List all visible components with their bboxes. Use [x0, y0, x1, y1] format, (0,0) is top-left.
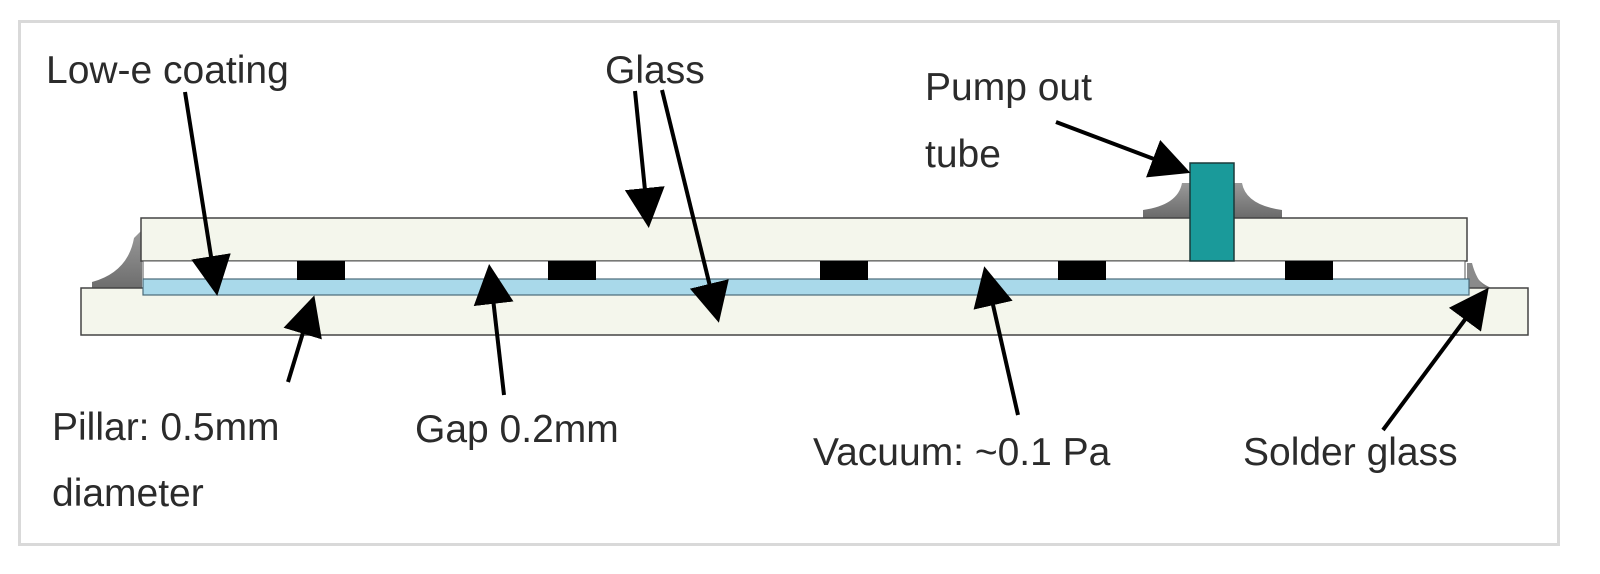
arrow-glass-bottom [660, 89, 729, 323]
arrow-glass-top [624, 90, 665, 228]
label-solder-glass: Solder glass [1243, 431, 1458, 474]
pillar [1058, 261, 1106, 280]
glass-pane-top [140, 217, 1468, 262]
pump-out-tube [1189, 162, 1235, 262]
pillar [548, 261, 596, 280]
label-vacuum: Vacuum: ~0.1 Pa [813, 431, 1111, 474]
low-e-coating-layer [142, 278, 1470, 296]
label-pillar-line1: Pillar: 0.5mm [52, 406, 280, 449]
solder-glass-tube-left [1143, 183, 1190, 218]
solder-glass-tube-right [1234, 183, 1282, 218]
arrow-vacuum [973, 266, 1020, 416]
arrow-low-e [183, 91, 231, 296]
pillar [1285, 261, 1333, 280]
solder-glass-left [92, 230, 142, 292]
pillar [297, 261, 345, 280]
label-low-e-coating: Low-e coating [46, 49, 289, 92]
label-pillar-line2: diameter [52, 472, 204, 515]
label-gap: Gap 0.2mm [415, 408, 619, 451]
arrow-gap [473, 264, 514, 396]
arrow-pillar [283, 295, 322, 383]
arrow-solder-glass [1381, 287, 1489, 432]
label-pump-out-line2: tube [925, 133, 1001, 176]
arrow-pump-tube [1055, 120, 1191, 178]
label-pump-out-line1: Pump out [925, 66, 1092, 109]
pillar [820, 261, 868, 280]
label-glass: Glass [605, 49, 705, 92]
glass-pane-bottom [80, 287, 1529, 336]
